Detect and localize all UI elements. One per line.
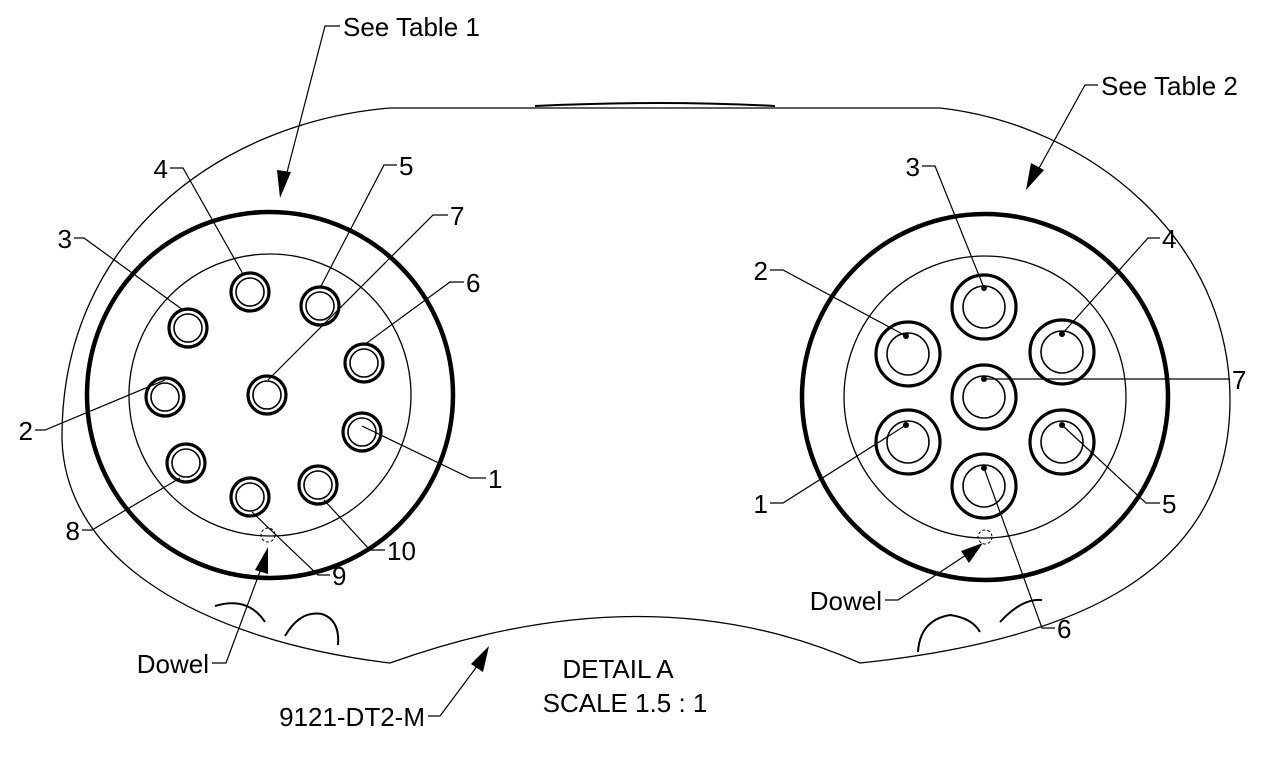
callout-leaders [212, 25, 1098, 717]
right-pin-4 [1028, 318, 1096, 386]
arrow-part-number [471, 646, 489, 672]
right-connector [799, 211, 1171, 583]
left-pin-label-10: 10 [387, 536, 416, 566]
right-pin-label-1: 1 [754, 489, 768, 519]
arrow-table2 [1026, 163, 1044, 190]
right-pin-3 [950, 273, 1018, 341]
left-pin-9 [229, 476, 271, 518]
arrow-dowel-left [255, 547, 268, 574]
right-pin-2 [874, 320, 942, 388]
right-inner-face [843, 255, 1127, 539]
right-dowel-hole [977, 529, 993, 545]
right-pin-label-4: 4 [1162, 224, 1176, 254]
right-pin-1 [874, 408, 942, 476]
left-pin-label-3: 3 [58, 224, 72, 254]
detail-title: DETAIL A [562, 654, 674, 684]
right-pin-label-6: 6 [1057, 614, 1071, 644]
callout-see-table-1: See Table 1 [343, 12, 480, 42]
left-pin-label-6: 6 [466, 268, 480, 298]
left-pin-10 [297, 464, 339, 506]
left-pin-7 [246, 374, 288, 416]
housing-outline [61, 102, 1231, 664]
right-outer-ring [799, 211, 1171, 583]
right-pin-7 [950, 363, 1018, 431]
callout-dowel-left: Dowel [137, 649, 209, 679]
right-pin-label-3: 3 [906, 152, 920, 182]
left-outer-ring [84, 209, 456, 581]
left-pin-label-7: 7 [450, 201, 464, 231]
left-pin-5 [299, 285, 341, 327]
left-pin-leaders [35, 164, 486, 576]
callout-dowel-right: Dowel [810, 586, 882, 616]
left-pin-label-5: 5 [399, 151, 413, 181]
callout-part-number: 9121-DT2-M [279, 702, 425, 732]
arrow-dowel-right [961, 543, 983, 563]
right-pin-label-5: 5 [1162, 489, 1176, 519]
right-pin-label-7: 7 [1232, 365, 1246, 395]
left-pin-8 [165, 442, 207, 484]
left-pin-3 [167, 307, 209, 349]
left-connector [84, 209, 456, 581]
right-pin-label-2: 2 [754, 256, 768, 286]
left-pin-label-8: 8 [66, 516, 80, 546]
right-pin-6 [950, 452, 1018, 520]
left-pin-2 [144, 376, 186, 418]
left-pin-label-1: 1 [488, 464, 502, 494]
right-pin-5 [1028, 408, 1096, 476]
callout-see-table-2: See Table 2 [1101, 71, 1238, 101]
left-pin-label-4: 4 [154, 154, 168, 184]
arrow-table1 [277, 170, 291, 198]
detail-scale: SCALE 1.5 : 1 [543, 688, 708, 718]
right-pin-leaders [770, 165, 1230, 629]
left-pin-6 [343, 342, 385, 384]
left-pin-label-2: 2 [19, 416, 33, 446]
left-pin-4 [229, 271, 271, 313]
left-dowel-hole [260, 527, 276, 543]
left-pin-label-9: 9 [332, 561, 346, 591]
left-pin-1 [341, 411, 383, 453]
